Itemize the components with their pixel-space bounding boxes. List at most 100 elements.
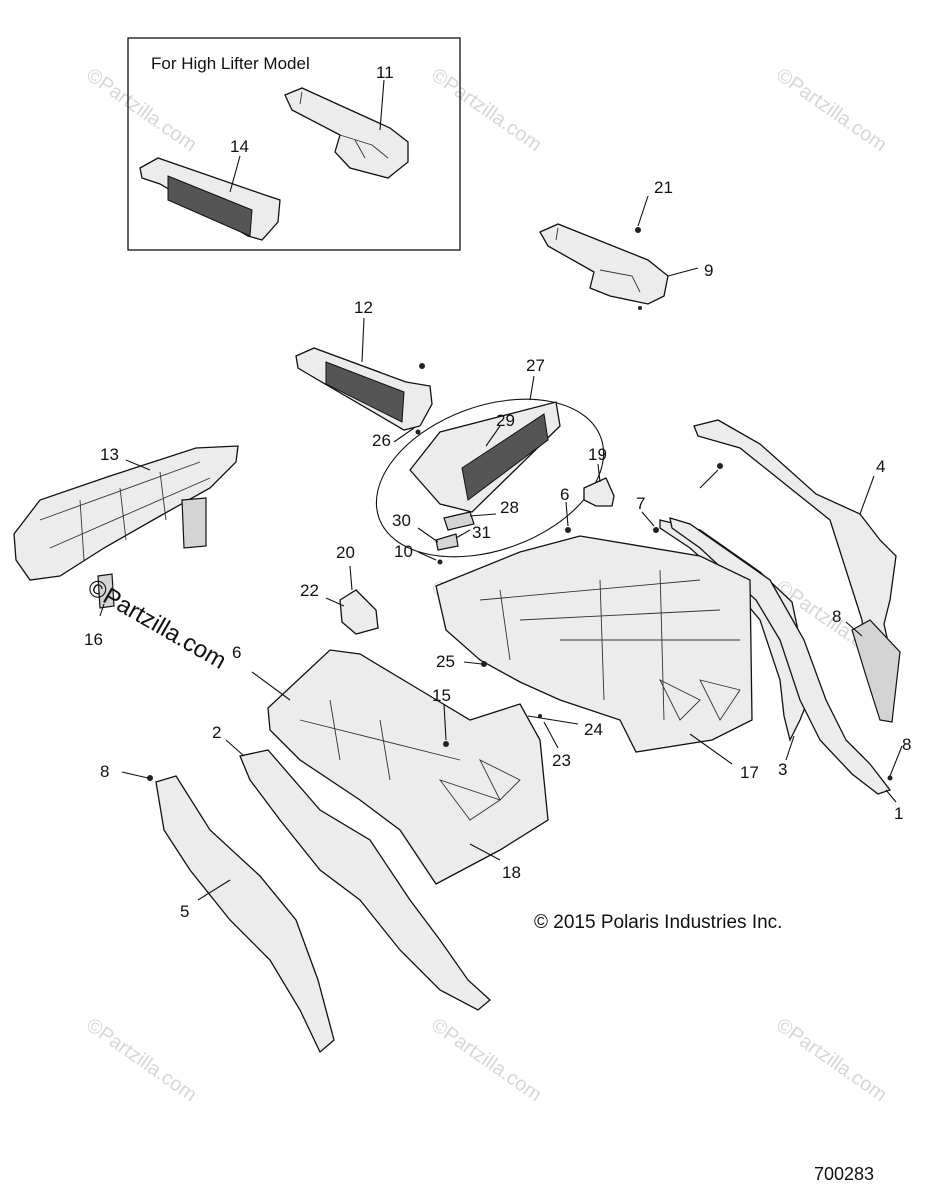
leader xyxy=(443,703,447,741)
leader xyxy=(597,463,601,483)
part-17-detail xyxy=(479,569,741,721)
callout-20: 20 xyxy=(336,543,355,562)
part-14-grille xyxy=(167,175,253,237)
fastener-8 xyxy=(887,775,893,781)
callout-8: 8 xyxy=(100,762,109,781)
callout-31: 31 xyxy=(472,523,491,542)
watermark: ©Partzilla.com xyxy=(427,1014,545,1106)
leader xyxy=(889,745,903,777)
leader xyxy=(361,317,365,363)
callout-6: 6 xyxy=(232,643,241,662)
callout-10: 10 xyxy=(394,542,413,561)
leader xyxy=(859,475,875,515)
leader xyxy=(393,427,415,443)
watermark: ©Partzilla.com xyxy=(427,64,545,156)
leader xyxy=(529,375,535,401)
copyright-text: © 2015 Polaris Industries Inc. xyxy=(534,912,782,933)
leader xyxy=(125,459,151,471)
callout-labels: 11 14 21 9 12 27 29 26 19 6 7 4 13 28 30… xyxy=(84,63,911,921)
callout-6: 6 xyxy=(560,485,569,504)
fastener-25 xyxy=(481,661,487,667)
fastener-6 xyxy=(565,527,571,533)
high-lifter-inset: For High Lifter Model xyxy=(127,37,461,251)
part-11-shape xyxy=(284,87,409,179)
watermark: ©Partzilla.com xyxy=(82,64,200,156)
callout-27: 27 xyxy=(526,356,545,375)
callout-25: 25 xyxy=(436,652,455,671)
part-29-grille xyxy=(461,413,549,501)
leader xyxy=(565,501,569,527)
fastener-dot xyxy=(638,306,642,310)
leader xyxy=(229,155,241,193)
callout-9: 9 xyxy=(704,261,713,280)
fastener-7 xyxy=(717,463,723,469)
callout-8: 8 xyxy=(832,607,841,626)
leader xyxy=(251,671,291,701)
leader xyxy=(637,195,649,227)
part-12-grille xyxy=(325,361,405,423)
callout-1: 1 xyxy=(894,804,903,823)
callout-30: 30 xyxy=(392,511,411,530)
fastener-26 xyxy=(415,429,421,435)
leader xyxy=(845,621,863,637)
leader xyxy=(225,739,245,757)
inset-title: For High Lifter Model xyxy=(151,54,310,73)
leader xyxy=(455,529,471,539)
part-2-shape xyxy=(239,749,491,1011)
part-13-shape xyxy=(13,445,239,581)
part-5-shape xyxy=(155,775,335,1054)
callout-22: 22 xyxy=(300,581,319,600)
watermark: ©Partzilla.com xyxy=(82,1014,200,1106)
part-18-detail xyxy=(299,699,521,821)
part-11-detail xyxy=(299,91,389,159)
callout-19: 19 xyxy=(588,445,607,464)
inset-frame xyxy=(127,37,461,251)
callout-5: 5 xyxy=(180,902,189,921)
callout-7: 7 xyxy=(636,494,645,513)
leader xyxy=(667,267,699,277)
leader xyxy=(469,843,501,861)
watermark-prominent: ©Partzilla.com xyxy=(83,574,231,675)
callout-15: 15 xyxy=(432,686,451,705)
callout-11: 11 xyxy=(376,63,394,82)
leader xyxy=(641,511,655,527)
fastener-dot xyxy=(419,363,425,369)
callout-28: 28 xyxy=(500,498,519,517)
leader xyxy=(469,513,497,517)
watermark: ©Partzilla.com xyxy=(772,64,890,156)
part-30-shape xyxy=(435,533,459,551)
callout-16: 16 xyxy=(84,630,103,649)
fastener-7 xyxy=(653,527,659,533)
part-16-shape xyxy=(97,573,115,609)
leader xyxy=(417,551,437,561)
callout-4: 4 xyxy=(876,457,885,476)
part-13-detail xyxy=(39,461,211,561)
leader xyxy=(121,771,149,779)
callout-12: 12 xyxy=(354,298,373,317)
leader xyxy=(417,527,439,543)
fastener-8 xyxy=(147,775,153,781)
fastener-10 xyxy=(437,559,443,565)
diagram-id: 700283 xyxy=(814,1164,874,1184)
part-27-group-outline xyxy=(375,398,605,558)
fastener-21 xyxy=(635,227,641,233)
watermark: ©Partzilla.com xyxy=(772,1014,890,1106)
leader xyxy=(197,879,231,901)
callout-8: 8 xyxy=(902,735,911,754)
leader xyxy=(325,597,345,607)
callout-2: 2 xyxy=(212,723,221,742)
callout-18: 18 xyxy=(502,863,521,882)
leader xyxy=(349,565,353,591)
callout-29: 29 xyxy=(496,411,515,430)
callout-26: 26 xyxy=(372,431,391,450)
leader xyxy=(543,721,559,749)
callout-23: 23 xyxy=(552,751,571,770)
callout-14: 14 xyxy=(230,137,249,156)
leader xyxy=(699,469,719,489)
callout-21: 21 xyxy=(654,178,673,197)
callout-24: 24 xyxy=(584,720,603,739)
part-13-bracket xyxy=(181,497,207,549)
leader xyxy=(527,715,579,725)
leader xyxy=(785,735,795,761)
